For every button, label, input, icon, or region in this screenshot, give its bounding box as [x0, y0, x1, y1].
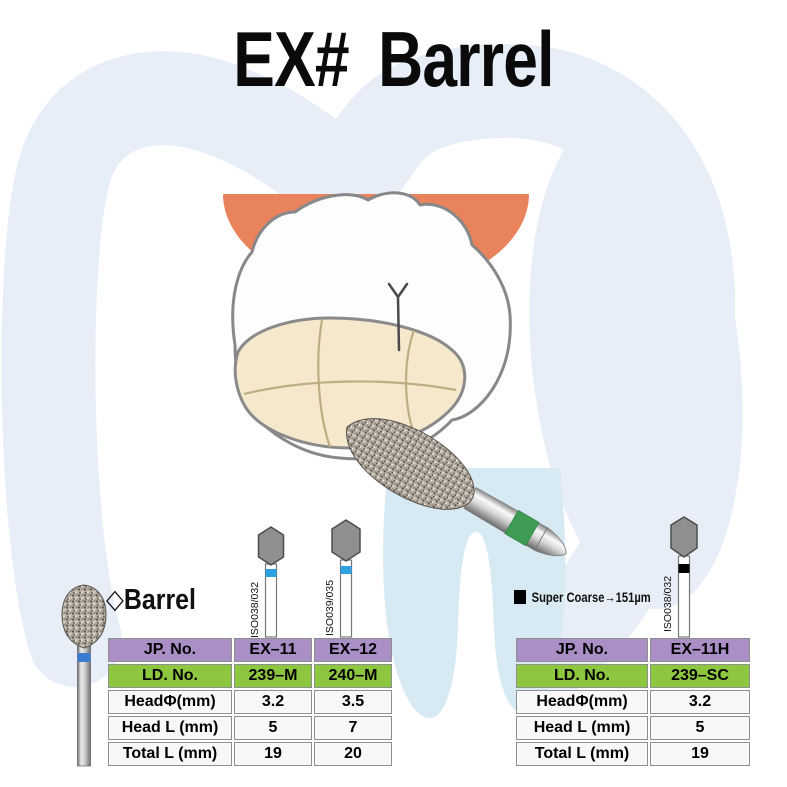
bur-green-band [504, 509, 540, 547]
table-row: LD. No. 239–M 240–M [108, 664, 392, 688]
table-row: JP. No. EX–11 EX–12 [108, 638, 392, 662]
total-length-value: 20 [314, 742, 392, 766]
jp-no-value: EX–11H [650, 638, 750, 662]
table-row: Total L (mm) 19 [516, 742, 750, 766]
table-row: JP. No. EX–11H [516, 638, 750, 662]
cut-surface [233, 316, 467, 450]
table-row: LD. No. 239–SC [516, 664, 750, 688]
page-title: EX# Barrel [233, 15, 554, 103]
pictogram-head [257, 526, 285, 566]
head-diameter-value: 3.2 [234, 690, 312, 714]
watermark-right-cusp [529, 115, 743, 609]
row-header-ld-no: LD. No. [108, 664, 232, 688]
left-bur-blue-band [77, 653, 91, 662]
row-header-jp-no: JP. No. [516, 638, 648, 662]
pictogram-black-band [678, 564, 690, 573]
bur-pictogram-ex11h [670, 516, 698, 638]
bur-shank-tip [533, 527, 567, 557]
head-diameter-value: 3.2 [650, 690, 750, 714]
table-row: Head L (mm) 5 7 [108, 716, 392, 740]
row-header-head-diameter: HeadΦ(mm) [108, 690, 232, 714]
total-length-value: 19 [234, 742, 312, 766]
row-header-head-diameter: HeadΦ(mm) [516, 690, 648, 714]
table-row: HeadΦ(mm) 3.2 3.5 [108, 690, 392, 714]
iso-label-ex12: ISO039/035 [324, 579, 336, 636]
grit-note: Super Coarse→151µm [514, 589, 651, 605]
head-diameter-value: 3.5 [314, 690, 392, 714]
jp-no-value: EX–12 [314, 638, 392, 662]
ld-no-value: 240–M [314, 664, 392, 688]
diamond-bur-large [346, 418, 567, 557]
bur-pictogram-ex12 [331, 519, 361, 638]
fissure-line [387, 282, 409, 352]
head-length-value: 5 [234, 716, 312, 740]
shape-label-text: Barrel [123, 584, 196, 616]
table-row: HeadΦ(mm) 3.2 [516, 690, 750, 714]
head-length-value: 5 [650, 716, 750, 740]
black-square-icon [514, 590, 526, 604]
bur-diamond-head [346, 418, 475, 510]
row-header-total-length: Total L (mm) [108, 742, 232, 766]
diamond-outline-icon: ◇ [106, 584, 124, 614]
row-header-ld-no: LD. No. [516, 664, 648, 688]
table-row: Total L (mm) 19 20 [108, 742, 392, 766]
pictogram-head [331, 519, 361, 562]
iso-label-ex11h: ISO038/032 [662, 575, 674, 632]
diamond-bur-left [61, 584, 107, 767]
table-row: Head L (mm) 5 [516, 716, 750, 740]
pictogram-blue-band [265, 569, 277, 577]
jp-no-value: EX–11 [234, 638, 312, 662]
ld-no-value: 239–M [234, 664, 312, 688]
left-bur-shank [77, 645, 91, 767]
row-header-head-length: Head L (mm) [516, 716, 648, 740]
bur-shank [463, 487, 549, 551]
grit-note-text: Super Coarse→151µm [531, 589, 651, 605]
shape-label: ◇Barrel [106, 584, 196, 617]
spec-table-left: JP. No. EX–11 EX–12 LD. No. 239–M 240–M … [106, 636, 394, 768]
spec-table-right: JP. No. EX–11H LD. No. 239–SC HeadΦ(mm) … [514, 636, 752, 768]
head-length-value: 7 [314, 716, 392, 740]
row-header-jp-no: JP. No. [108, 638, 232, 662]
total-length-value: 19 [650, 742, 750, 766]
ld-no-value: 239–SC [650, 664, 750, 688]
bur-pictogram-ex11 [257, 526, 285, 638]
pictogram-head [670, 516, 698, 558]
row-header-total-length: Total L (mm) [516, 742, 648, 766]
pictogram-blue-band [340, 566, 352, 574]
row-header-head-length: Head L (mm) [108, 716, 232, 740]
iso-label-ex11: ISO038/032 [249, 581, 261, 638]
left-bur-diamond-head [61, 584, 107, 649]
